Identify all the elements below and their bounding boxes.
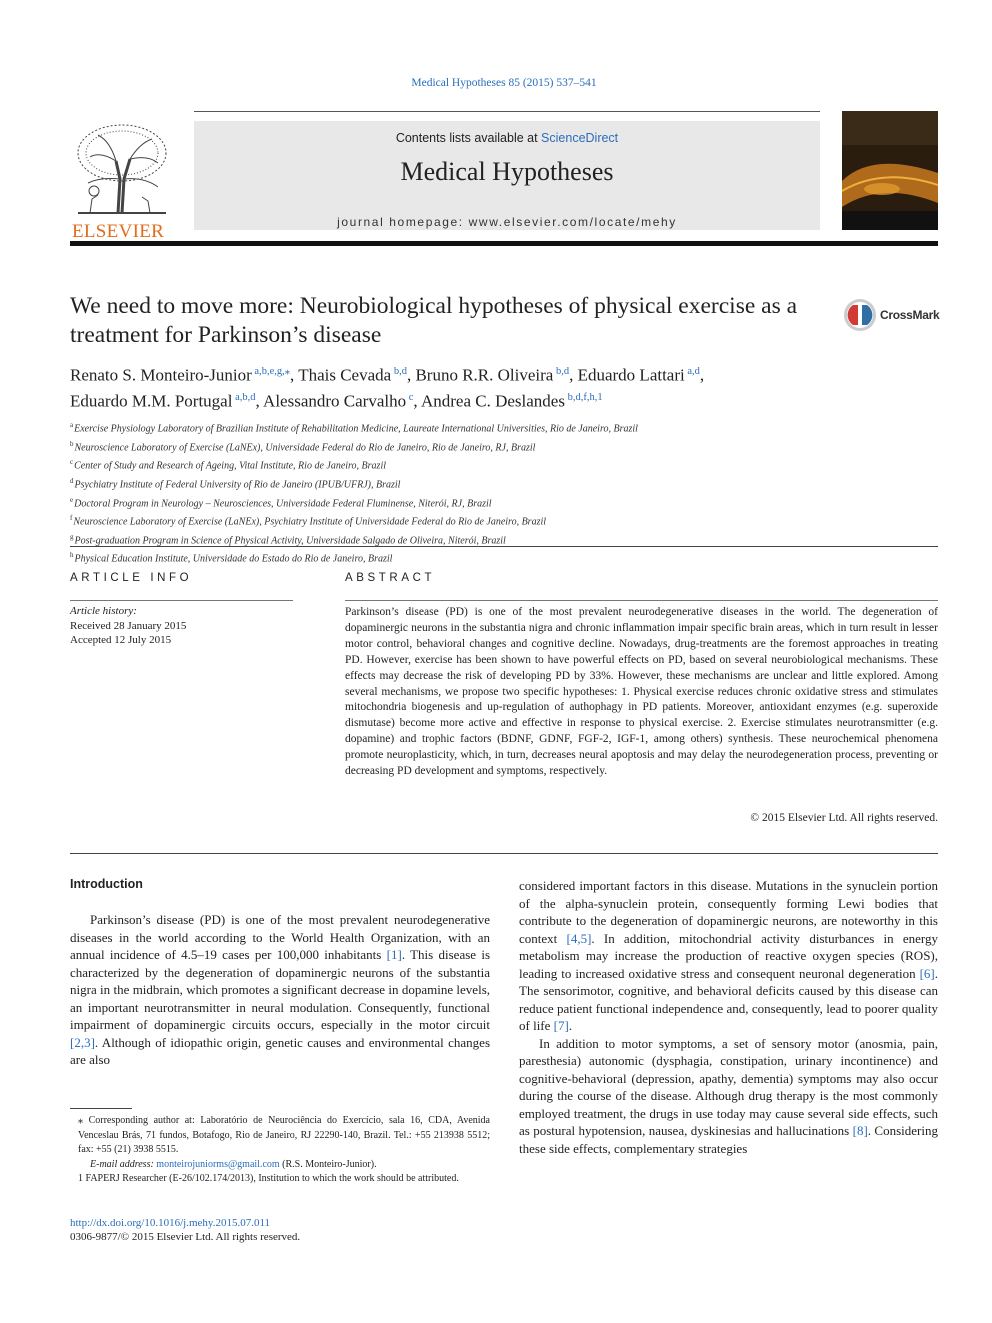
sciencedirect-link[interactable]: ScienceDirect xyxy=(541,131,619,145)
divider xyxy=(70,853,938,854)
contents-prefix: Contents lists available at xyxy=(395,131,542,145)
affiliation-key: f xyxy=(70,514,73,523)
body-column-left: Parkinson’s disease (PD) is one of the m… xyxy=(70,911,490,1069)
divider xyxy=(70,600,293,601)
abstract-copyright: © 2015 Elsevier Ltd. All rights reserved… xyxy=(750,812,938,824)
citation-link[interactable]: [4,5] xyxy=(566,930,592,946)
affiliation-key: b xyxy=(70,439,74,448)
author-name[interactable]: Alessandro Carvalho xyxy=(263,391,407,411)
crossmark-badge[interactable]: CrossMark xyxy=(843,298,943,334)
article-title: We need to move more: Neurobiological hy… xyxy=(70,293,798,348)
author-separator: , xyxy=(569,365,578,385)
author-affiliation-marks[interactable]: a,d xyxy=(684,366,700,377)
affiliation-item: aExercise Physiology Laboratory of Brazi… xyxy=(70,418,938,437)
journal-title[interactable]: Medical Hypotheses xyxy=(400,157,614,186)
author-affiliation-marks[interactable]: a,b,e,g,⁎ xyxy=(251,366,290,377)
history-label: Article history: xyxy=(70,605,137,617)
abstract-heading: ABSTRACT xyxy=(345,572,436,584)
received-date: Received 28 January 2015 xyxy=(70,619,187,632)
citation-link[interactable]: [8] xyxy=(852,1123,868,1138)
affiliation-text: Exercise Physiology Laboratory of Brazil… xyxy=(74,423,638,435)
affiliation-key: h xyxy=(70,551,74,560)
author-separator: , xyxy=(406,365,416,385)
journal-homepage[interactable]: journal homepage: www.elsevier.com/locat… xyxy=(337,215,677,229)
author-name[interactable]: Andrea C. Deslandes xyxy=(420,391,565,411)
elsevier-logo[interactable]: ELSEVIER xyxy=(70,121,174,242)
affiliation-text: Doctoral Program in Neurology – Neurosci… xyxy=(74,497,492,509)
affiliation-item: cCenter of Study and Research of Ageing,… xyxy=(70,455,938,474)
email-note: E-mail address: monteirojuniorms@gmail.c… xyxy=(70,1158,490,1173)
citation-link[interactable]: [7] xyxy=(553,1018,569,1033)
author-affiliation-marks[interactable]: c xyxy=(406,391,414,403)
author-name[interactable]: Eduardo M.M. Portugal xyxy=(70,391,233,411)
issn-line: 0306-9877/© 2015 Elsevier Ltd. All right… xyxy=(70,1231,301,1243)
affiliation-text: Neuroscience Laboratory of Exercise (LaN… xyxy=(73,516,547,528)
cover-art-icon xyxy=(842,111,938,230)
journal-info-box: Contents lists available at ScienceDirec… xyxy=(194,121,820,230)
email-link[interactable]: monteirojuniorms@gmail.com xyxy=(156,1158,280,1170)
author-affiliation-marks[interactable]: b,d,f,h,1 xyxy=(564,391,603,403)
journal-masthead: ELSEVIER Contents lists available at Sci… xyxy=(70,111,938,247)
author-affiliation-marks[interactable]: a,b,d xyxy=(232,391,256,403)
author-affiliation-marks[interactable]: b,d xyxy=(391,366,407,377)
author-name[interactable]: Thais Cevada xyxy=(298,365,392,385)
affiliation-text: Center of Study and Research of Ageing, … xyxy=(74,460,387,472)
divider xyxy=(345,600,938,601)
journal-cover-image[interactable] xyxy=(842,111,938,230)
masthead-divider xyxy=(194,111,820,112)
affiliation-text: Neuroscience Laboratory of Exercise (LaN… xyxy=(74,441,536,453)
elsevier-tree-icon xyxy=(77,124,167,214)
accepted-date: Accepted 12 July 2015 xyxy=(70,634,172,646)
affiliation-text: Post-graduation Program in Science of Ph… xyxy=(74,535,506,547)
affiliation-key: c xyxy=(70,458,74,467)
affiliation-item: dPsychiatry Institute of Federal Univers… xyxy=(70,474,938,493)
affiliation-key: a xyxy=(70,421,74,429)
affiliation-key: e xyxy=(70,495,74,504)
elsevier-wordmark: ELSEVIER xyxy=(72,221,165,242)
affiliation-list: aExercise Physiology Laboratory of Brazi… xyxy=(70,418,938,567)
crossmark-icon xyxy=(844,299,876,331)
citation-link[interactable]: [1] xyxy=(386,947,402,962)
author-name[interactable]: Renato S. Monteiro-Junior xyxy=(70,365,252,385)
affiliation-item: eDoctoral Program in Neurology – Neurosc… xyxy=(70,493,938,512)
affiliation-item: bNeuroscience Laboratory of Exercise (La… xyxy=(70,437,938,456)
body-column-right: considered important factors in this dis… xyxy=(519,877,938,1157)
doi-link[interactable]: http://dx.doi.org/10.1016/j.mehy.2015.07… xyxy=(70,1217,271,1229)
affiliation-key: g xyxy=(70,532,74,541)
divider xyxy=(70,546,938,547)
affiliation-text: Psychiatry Institute of Federal Universi… xyxy=(74,479,401,491)
intro-paragraph-2: considered important factors in this dis… xyxy=(519,878,939,1033)
footnote-divider xyxy=(70,1108,132,1109)
citation-link[interactable]: [6] xyxy=(919,965,935,981)
intro-paragraph-1: Parkinson’s disease (PD) is one of the m… xyxy=(70,912,491,1067)
affiliation-text: Physical Education Institute, Universida… xyxy=(74,553,393,565)
affiliation-item: hPhysical Education Institute, Universid… xyxy=(70,548,938,567)
article-history: Article history: Received 28 January 201… xyxy=(70,604,293,648)
abstract-body: Parkinson’s disease (PD) is one of the m… xyxy=(345,606,938,778)
author-separator: , xyxy=(290,365,299,385)
intro-paragraph-3: In addition to motor symptoms, a set of … xyxy=(519,1035,938,1156)
footnotes: ⁎ Corresponding author at: Laboratório d… xyxy=(70,1114,490,1187)
author-name[interactable]: Bruno R.R. Oliveira xyxy=(415,365,554,385)
masthead-bottom-rule xyxy=(70,241,938,246)
author-separator: , xyxy=(413,391,421,411)
email-label: E-mail address: xyxy=(90,1158,154,1170)
journal-citation[interactable]: Medical Hypotheses 85 (2015) 537–541 xyxy=(411,77,597,89)
contents-line: Contents lists available at ScienceDirec… xyxy=(194,131,820,145)
author-list: Renato S. Monteiro-Junior a,b,e,g,⁎, Tha… xyxy=(70,361,870,412)
article-info-heading: ARTICLE INFO xyxy=(70,572,193,584)
affiliation-key: d xyxy=(70,476,74,485)
crossmark-label: CrossMark xyxy=(880,308,940,322)
citation-link[interactable]: [2,3] xyxy=(70,1034,95,1050)
email-suffix: (R.S. Monteiro-Junior). xyxy=(279,1158,377,1170)
author-separator: , xyxy=(255,391,264,411)
footnote-1: 1 FAPERJ Researcher (E-26/102.174/2013),… xyxy=(78,1173,459,1184)
author-separator: , xyxy=(699,365,705,385)
affiliation-item: fNeuroscience Laboratory of Exercise (La… xyxy=(70,511,938,530)
author-affiliation-marks[interactable]: b,d xyxy=(553,366,570,377)
introduction-heading: Introduction xyxy=(70,877,143,891)
corresponding-author-note: ⁎ Corresponding author at: Laboratório d… xyxy=(78,1115,490,1155)
affiliation-item: gPost-graduation Program in Science of P… xyxy=(70,530,938,549)
author-name[interactable]: Eduardo Lattari xyxy=(577,365,685,385)
